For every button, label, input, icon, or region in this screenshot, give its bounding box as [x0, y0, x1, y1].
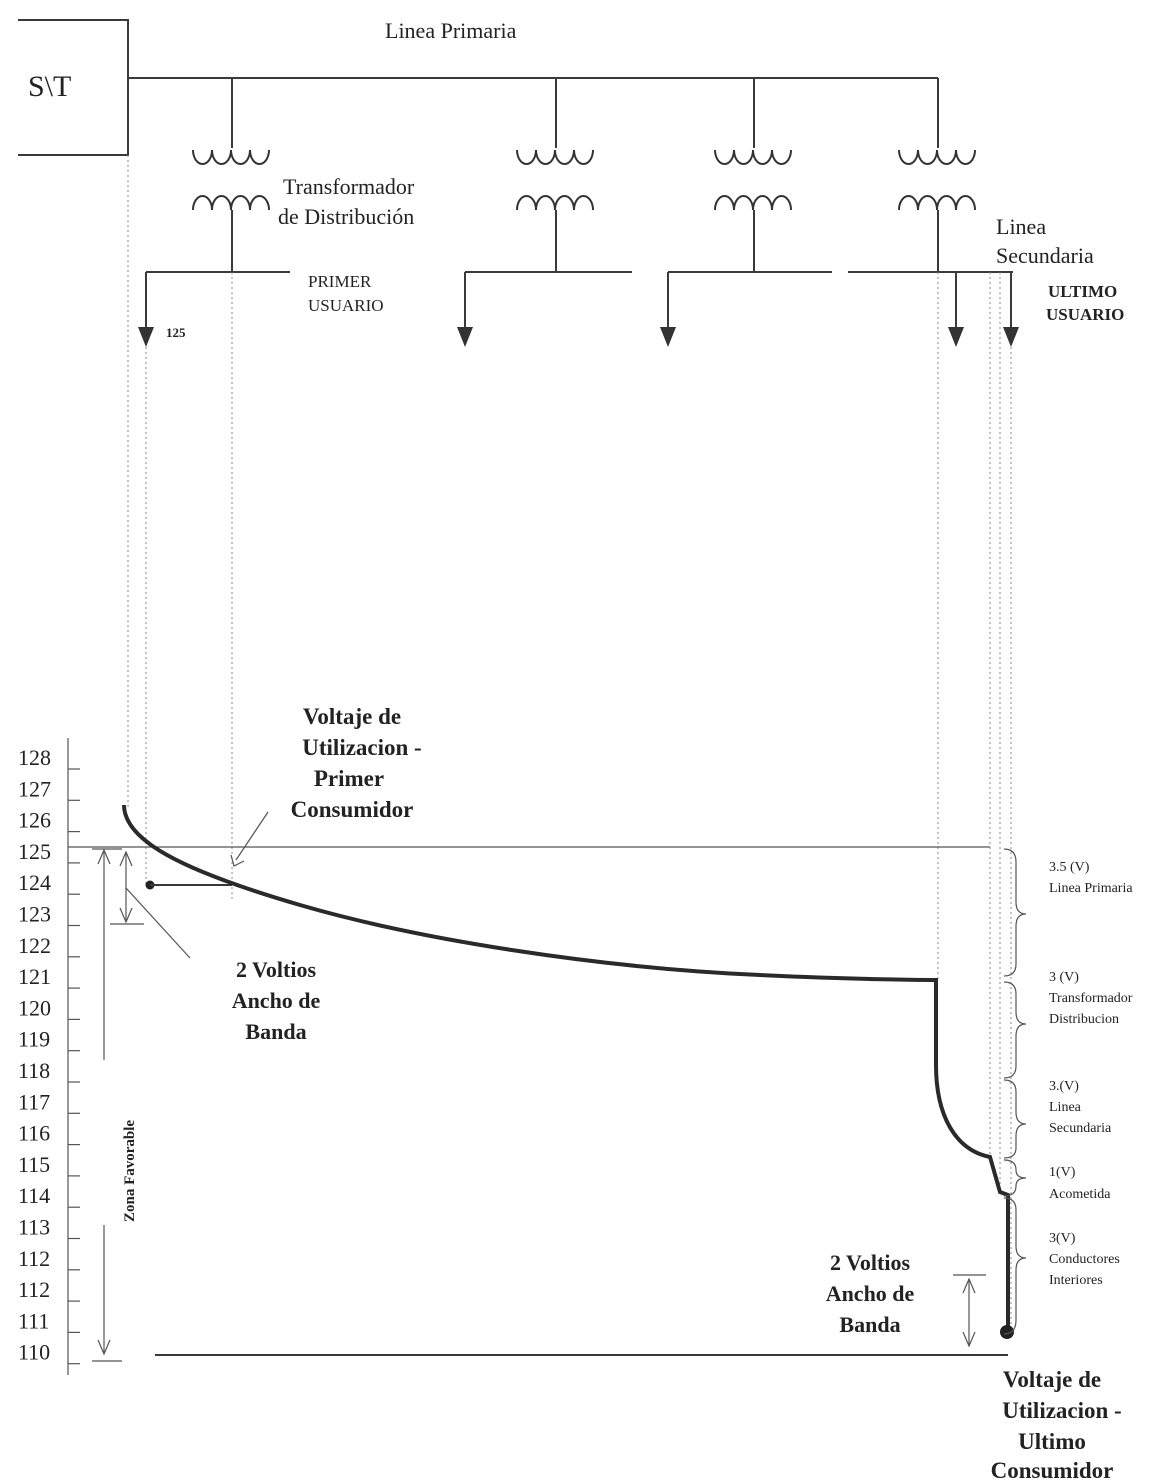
drop-desc: Interiores	[1049, 1273, 1103, 1288]
drop-desc: Transformador	[1049, 991, 1133, 1006]
last-voltage-label-2: Utilizacion -	[1002, 1398, 1121, 1423]
last-voltage-annotation: Voltaje de Utilizacion - Ultimo Consumid…	[991, 1367, 1122, 1481]
transformer-label-2: de Distribución	[278, 204, 414, 229]
secondary-coil-icon	[192, 195, 270, 211]
projection-lines	[127, 155, 1012, 1330]
transformer-3	[714, 78, 792, 272]
drop-value: 1(V)	[1049, 1165, 1076, 1180]
scale-tick-label: 126	[18, 808, 51, 833]
arrow-down-icon	[1003, 327, 1019, 347]
first-user-label-1: PRIMER	[308, 272, 372, 291]
drop-value: 3.(V)	[1049, 1079, 1079, 1094]
first-consumer-marker	[145, 811, 269, 890]
drop-value: 3(V)	[1049, 1231, 1076, 1246]
transformer-1	[192, 78, 270, 272]
scale-tick-label: 123	[18, 902, 51, 927]
drop-labels: 3.5 (V) Linea Primaria 3 (V) Transformad…	[1049, 860, 1133, 1288]
scale-tick-label: 112	[18, 1246, 50, 1271]
band-indicator-right	[953, 1274, 986, 1348]
secondary-lines	[145, 271, 1013, 330]
band-label-right: 2 Voltios Ancho de Banda	[826, 1250, 915, 1337]
last-user-label-1: ULTIMO	[1048, 282, 1117, 301]
first-user-value: 125	[166, 325, 186, 340]
voltage-drop-braces	[1003, 848, 1027, 1335]
last-user-label-2: USUARIO	[1046, 305, 1124, 324]
voltage-scale: 128 127 126 125 124 123 122 121 120 119 118 117 116 1…	[18, 738, 80, 1375]
primary-line-label: Linea Primaria	[385, 18, 517, 43]
band-left-label-2: Ancho de	[232, 988, 321, 1013]
scale-tick-label: 113	[18, 1215, 50, 1240]
transformer-2	[516, 78, 594, 272]
first-voltage-annotation: Voltaje de Utilizacion - Primer Consumid…	[291, 704, 422, 822]
band-right-label-2: Ancho de	[826, 1281, 915, 1306]
favorable-zone-label: Zona Favorable	[122, 1120, 138, 1222]
drop-value: 3.5 (V)	[1049, 860, 1090, 875]
drop-desc: Linea	[1049, 1100, 1082, 1115]
arrow-down-icon	[948, 327, 964, 347]
primary-line: Linea Primaria	[128, 18, 938, 79]
scale-tick-label: 110	[18, 1340, 50, 1365]
arrow-down-icon	[457, 327, 473, 347]
arrow-down-icon	[660, 327, 676, 347]
scale-tick-label: 122	[18, 933, 51, 958]
drop-value: 3 (V)	[1049, 970, 1079, 985]
substation-box: S\T	[18, 19, 129, 156]
arrow-down-icon	[97, 1339, 111, 1356]
scale-tick-label: 119	[18, 1027, 50, 1052]
drop-desc: Distribucion	[1049, 1012, 1119, 1027]
drop-desc: Acometida	[1049, 1187, 1111, 1202]
secondary-coil-icon	[516, 195, 594, 211]
first-voltage-label-3: Primer	[314, 766, 384, 791]
scale-tick-label: 120	[18, 995, 51, 1020]
band-right-label-3: Banda	[839, 1312, 900, 1337]
secondary-coil-icon	[714, 195, 792, 211]
scale-tick-label: 117	[18, 1089, 50, 1114]
scale-tick-label: 125	[18, 839, 51, 864]
scale-tick-label: 112	[18, 1277, 50, 1302]
scale-tick-label: 115	[18, 1152, 50, 1177]
transformer-4	[898, 78, 976, 272]
primary-coil-icon	[898, 149, 976, 165]
substation-label: S\T	[28, 70, 71, 103]
scale-tick-label: 116	[18, 1121, 50, 1146]
band-right-label-1: 2 Voltios	[830, 1250, 911, 1275]
band-left-label-1: 2 Voltios	[236, 957, 317, 982]
first-voltage-label-2: Utilizacion -	[302, 735, 421, 760]
first-user-label-2: USUARIO	[308, 296, 384, 315]
arrow-down-icon	[138, 327, 154, 347]
scale-tick-label: 114	[18, 1183, 50, 1208]
drop-desc: Conductores	[1049, 1252, 1120, 1267]
drop-desc: Secundaria	[1049, 1121, 1112, 1136]
scale-tick-label: 127	[18, 776, 51, 801]
primary-coil-icon	[714, 149, 792, 165]
primary-coil-icon	[192, 149, 270, 165]
band-label-left: 2 Voltios Ancho de Banda	[232, 957, 321, 1044]
scale-tick-label: 128	[18, 745, 51, 770]
last-voltage-label-4: Consumidor	[991, 1458, 1114, 1481]
scale-tick-label: 124	[18, 870, 51, 895]
band-left-label-3: Banda	[245, 1019, 306, 1044]
drop-desc: Linea Primaria	[1049, 881, 1133, 896]
last-voltage-label-3: Ultimo	[1018, 1429, 1086, 1454]
scale-tick-label: 111	[18, 1308, 49, 1333]
scale-tick-label: 118	[18, 1058, 50, 1083]
transformer-label-1: Transformador	[283, 174, 415, 199]
last-consumer-dot	[1000, 1325, 1014, 1339]
scale-tick-label: 121	[18, 964, 51, 989]
first-voltage-label-4: Consumidor	[291, 797, 414, 822]
secondary-line-label-2: Secundaria	[996, 243, 1094, 268]
secondary-line-label-1: Linea	[996, 214, 1046, 239]
voltage-drop-curve	[122, 804, 1010, 1330]
arrow-up-icon	[97, 848, 111, 865]
secondary-coil-icon	[898, 195, 976, 211]
favorable-zone: Zona Favorable	[97, 848, 138, 1356]
first-voltage-label-1: Voltaje de	[303, 704, 401, 729]
primary-coil-icon	[516, 149, 594, 165]
band-indicator-left	[110, 850, 191, 959]
last-voltage-label-1: Voltaje de	[1003, 1367, 1101, 1392]
load-arrows	[138, 327, 1019, 347]
